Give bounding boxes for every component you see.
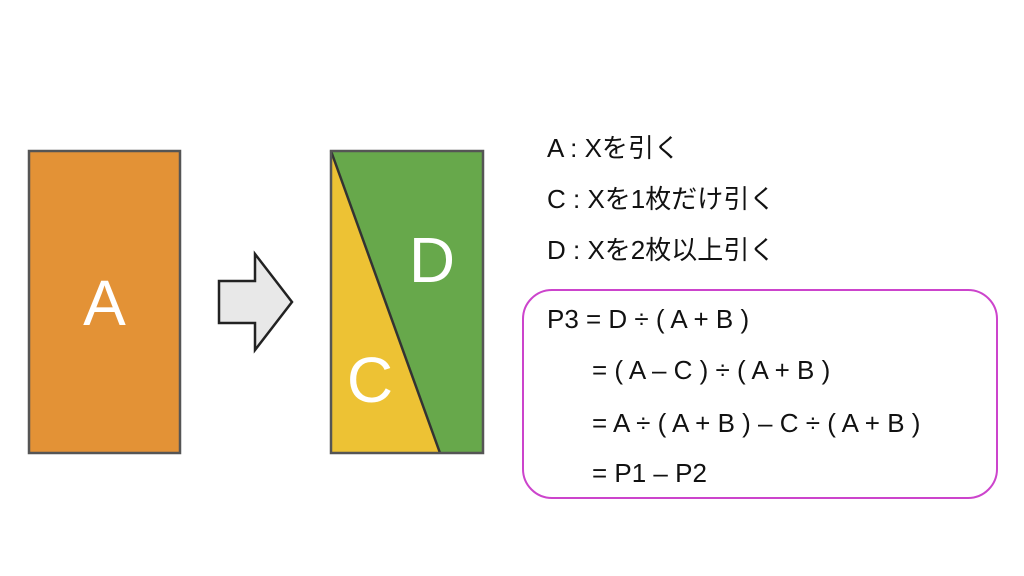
formula-line-4: = P1 – P2 <box>592 458 707 488</box>
split-rectangle-outline <box>329 149 485 455</box>
formula-line-2: = ( A – C ) ÷ ( A + B ) <box>592 355 831 385</box>
split-diagonal <box>329 150 442 454</box>
formula-line-1: P3 = D ÷ ( A + B ) <box>547 304 750 334</box>
legend-item-c: C : Xを1枚だけ引く <box>547 184 776 214</box>
formula-line-3: = A ÷ ( A + B ) – C ÷ ( A + B ) <box>592 408 921 438</box>
region-d <box>331 151 483 453</box>
region-d-label: D <box>409 224 455 296</box>
legend-item-a: A : Xを引く <box>547 133 680 163</box>
rectangle-a-label: A <box>83 267 126 339</box>
region-c-label: C <box>347 344 393 416</box>
rectangle-a <box>27 149 182 455</box>
right-arrow-icon <box>217 250 294 354</box>
formula-box <box>522 289 998 499</box>
legend-item-d: D : Xを2枚以上引く <box>547 235 776 265</box>
